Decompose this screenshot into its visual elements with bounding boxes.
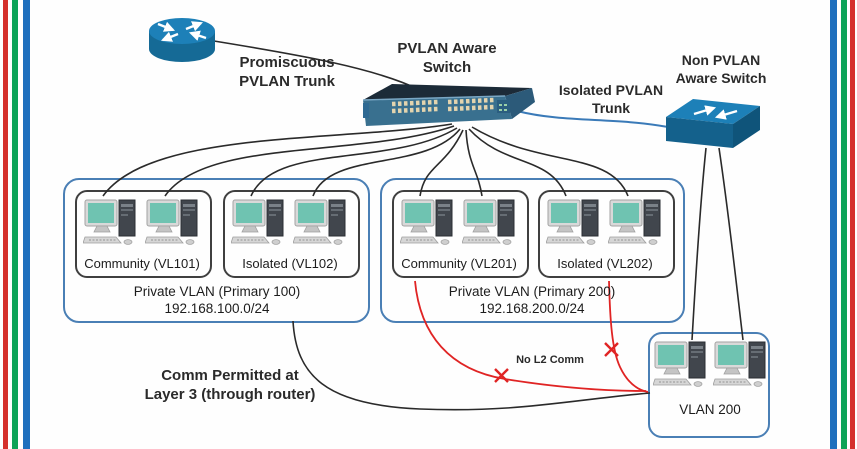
l3-permitted-label: Comm Permitted at Layer 3 (through route… [145,367,316,405]
isolated-vl102-label: Isolated (VL102) [242,256,338,271]
non-pvlan-switch-icon [666,99,760,148]
primary-100-subnet: 192.168.100.0/24 [164,301,270,316]
vlan-200-label: VLAN 200 [679,402,741,417]
promiscuous-trunk-line1: Promiscuous [239,54,335,71]
router-icon [149,18,215,62]
pvlan-switch-label-line1: PVLAN Aware [397,40,497,57]
blocked-x-icon [604,342,619,357]
right-stripe-blue [830,0,837,449]
link-nonpvlan-pc-1 [691,147,707,341]
pvlan-switch-icon [362,84,535,126]
vlan-200-box [648,332,770,438]
right-stripe-red [850,0,855,449]
isolated-vl202-label: Isolated (VL202) [557,256,653,271]
promiscuous-trunk-line2: PVLAN Trunk [239,72,335,90]
non-pvlan-switch-line2: Aware Switch [675,69,767,86]
primary-200-title: Private VLAN (Primary 200) [448,284,616,299]
community-vl101-label: Community (VL101) [84,256,200,271]
pvlan-switch-label-line2: Switch [422,58,472,76]
l3-permitted-line2: Layer 3 (through router) [144,385,316,403]
non-pvlan-switch-line1: Non PVLAN [681,52,761,68]
community-vl201-label: Community (VL201) [401,256,517,271]
non-pvlan-switch-label: Non PVLAN Aware Switch [676,52,767,87]
pvlan-switch-label: PVLAN Aware Switch [397,40,496,78]
isolated-trunk-label: Isolated PVLAN Trunk [559,82,663,117]
isolated-trunk-line2: Trunk [591,99,631,116]
link-nonpvlan-pc-2 [718,147,744,341]
primary-200-subnet: 192.168.200.0/24 [479,301,585,316]
no-l2-comm-label: No L2 Comm [516,354,584,366]
right-stripe-green [841,0,847,449]
left-stripe-blue [23,0,30,449]
blocked-x-icon [494,368,509,383]
promiscuous-trunk-label: Promiscuous PVLAN Trunk [239,54,335,92]
primary-100-title: Private VLAN (Primary 100) [133,284,301,299]
link-l3-permitted [292,320,651,411]
left-stripe-red [3,0,8,449]
isolated-trunk-line1: Isolated PVLAN [558,82,664,98]
l3-permitted-line1: Comm Permitted at [161,367,299,384]
left-stripe-green [12,0,18,449]
